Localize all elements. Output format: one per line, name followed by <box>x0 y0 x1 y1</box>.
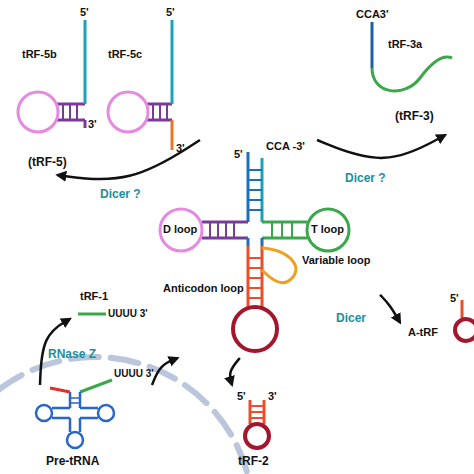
trf3a-structure <box>372 22 452 91</box>
process-arrow <box>230 358 240 385</box>
fragment-structure: tRF-1 <box>70 285 154 330</box>
fragment-group: (tRF-5) tRF-5b tRF-5c <box>5 5 180 175</box>
enzyme-label: RNase Z <box>48 348 96 361</box>
trf5c-structure <box>108 20 172 150</box>
end-label: 3' <box>268 390 277 402</box>
end-label: 5' <box>450 292 459 304</box>
end-label: CCA -3' <box>266 140 305 152</box>
end-label: 5' <box>80 6 89 18</box>
fragment-structure: tRF-2 <box>215 385 300 474</box>
fragment-structure: tRF-5c <box>100 5 175 160</box>
fragment-name: A-tRF <box>408 326 438 338</box>
pre-trna-structure <box>36 380 114 448</box>
end-label: 3' <box>176 142 185 154</box>
trf5b-structure <box>18 20 85 132</box>
process-arrow <box>317 135 445 158</box>
precursor-name: Pre-tRNA <box>46 455 99 468</box>
loop-label: D loop <box>163 223 197 235</box>
end-label: 5' <box>237 390 246 402</box>
trf2-structure <box>245 400 269 448</box>
end-label: UUUU 3' <box>108 308 148 319</box>
enzyme-label: Dicer <box>336 312 366 325</box>
enzyme-label: Dicer ? <box>100 188 141 201</box>
process-arrow <box>380 295 400 323</box>
end-label: 5' <box>234 148 243 160</box>
loop-label: T loop <box>311 223 344 235</box>
fragment-group: (tRF-3) tRF-3a <box>330 5 474 135</box>
process-arrow <box>58 140 201 179</box>
nucleus-outline <box>0 357 253 474</box>
end-label: CCA3' <box>356 8 389 20</box>
precursor-structure: Pre-tRNA <box>0 385 160 474</box>
fragment-name: tRF-2 <box>238 455 269 468</box>
end-label: 5' <box>166 6 175 18</box>
fragment-name: tRF-5b <box>22 48 57 60</box>
loop-label: Anticodon loop <box>163 282 244 294</box>
fragment-structure: tRF-5b <box>10 5 100 150</box>
fragment-name: tRF-5c <box>108 48 142 60</box>
a-trf-structure <box>455 300 474 341</box>
trf1-strand <box>78 313 106 316</box>
fragment-structure: A-tRF <box>400 295 474 350</box>
end-label: 3' <box>88 118 97 130</box>
enzyme-label: Dicer ? <box>345 172 386 185</box>
end-label: UUUU 3' <box>114 368 154 379</box>
loop-label: Variable loop <box>302 254 370 266</box>
group-name: (tRF-5) <box>28 156 67 169</box>
fragment-name: tRF-3a <box>388 38 422 50</box>
fragment-name: tRF-1 <box>80 290 108 302</box>
mature-trna <box>160 152 349 351</box>
process-arrow <box>152 358 178 385</box>
group-name: (tRF-3) <box>395 110 434 123</box>
